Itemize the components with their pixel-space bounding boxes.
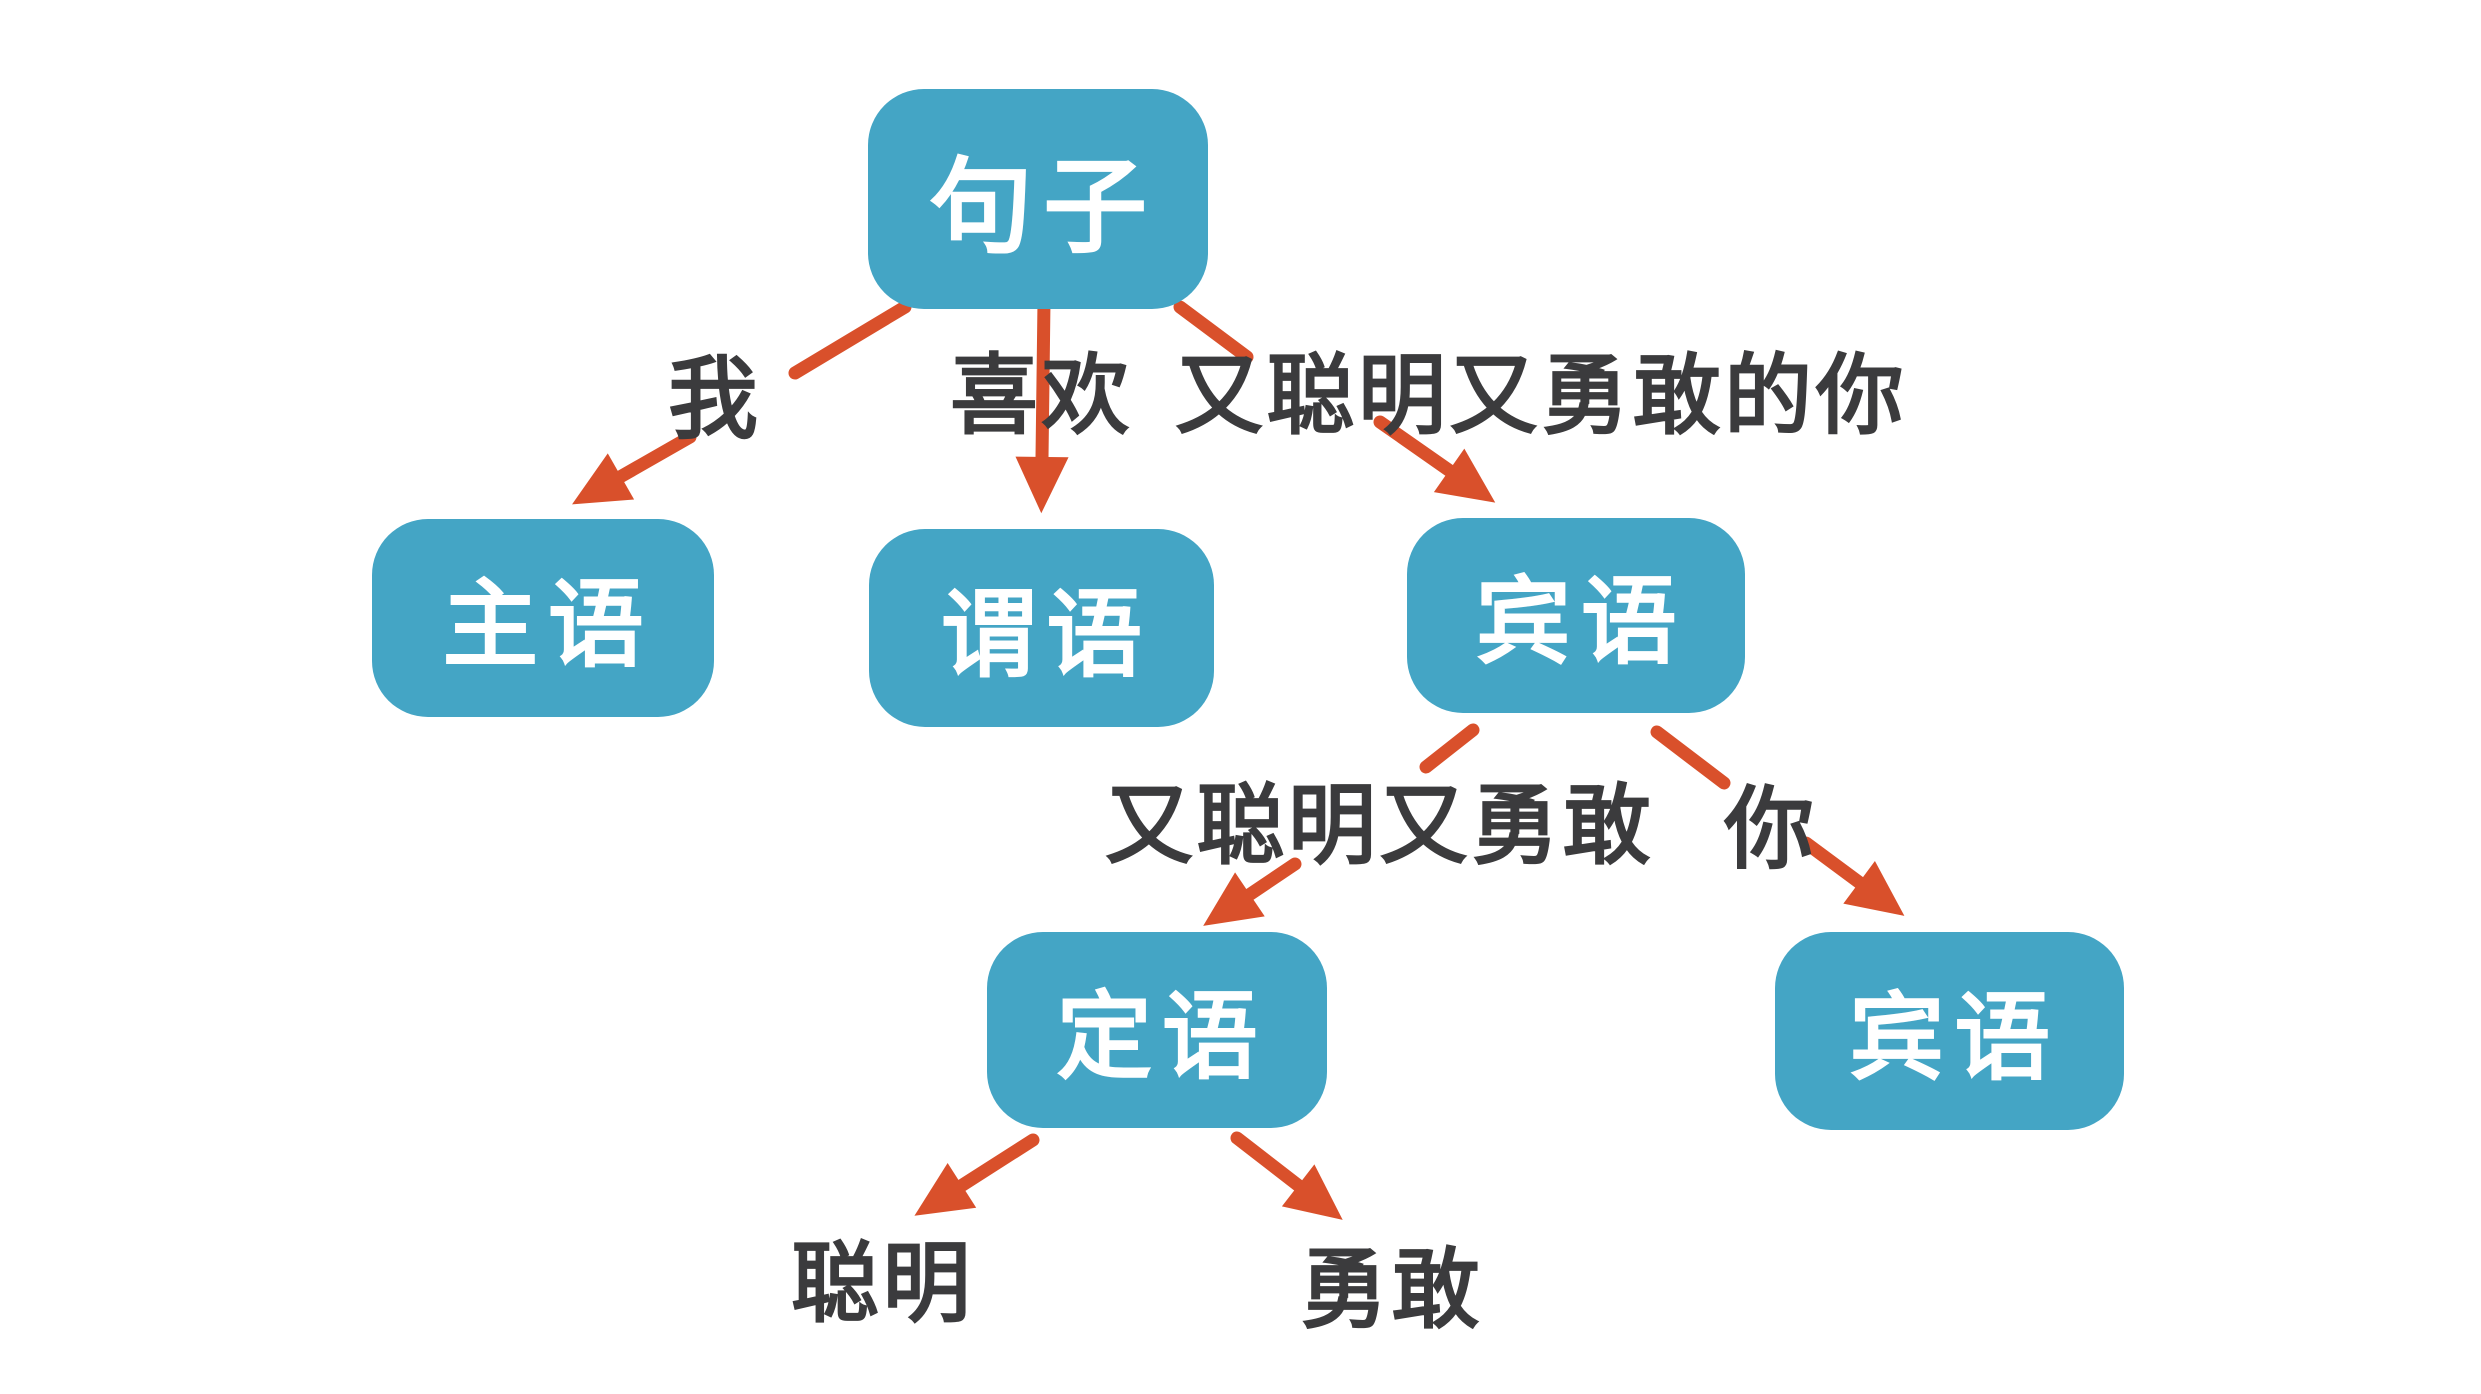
- edge-sentence-to-object-seg1: [1173, 300, 1254, 364]
- node-attributive: 定语: [987, 932, 1327, 1128]
- edge-label-you-congming-you-yonggan-de-ni: 又聪明又勇敢的你: [1175, 344, 1908, 447]
- edge-label-xihuan: 喜欢: [950, 344, 1134, 447]
- edge-sentence-to-subject-seg1: [788, 300, 912, 380]
- edge-sentence-to-predicate: [1015, 294, 1069, 514]
- edge-label-wo: 我: [668, 347, 762, 452]
- node-subject-label: 主语: [442, 568, 654, 681]
- node-sentence: 句子: [868, 89, 1208, 309]
- node-attributive-label: 定语: [1056, 980, 1268, 1093]
- edge-label-you-congming-you-yonggan: 又聪明又勇敢: [1105, 774, 1655, 877]
- node-subject: 主语: [372, 519, 714, 717]
- node-predicate: 谓语: [869, 529, 1214, 727]
- edge-object-to-object-2-seg1: [1650, 725, 1731, 790]
- edge-attributive-to-yonggan: [1230, 1131, 1343, 1220]
- arrow-group: [572, 294, 1905, 1220]
- node-object: 宾语: [1407, 518, 1745, 713]
- node-object-2: 宾语: [1775, 932, 2124, 1130]
- edge-object-to-attributive-seg2: [1203, 857, 1302, 926]
- edge-attributive-to-congming: [914, 1133, 1040, 1216]
- edge-object-to-attributive-seg1: [1419, 723, 1480, 774]
- edge-sentence-to-object-seg2: [1373, 415, 1496, 503]
- node-object-2-label: 宾语: [1848, 981, 2060, 1094]
- node-object-label: 宾语: [1475, 566, 1687, 678]
- edge-label-yonggan: 勇敢: [1300, 1238, 1484, 1341]
- node-predicate-label: 谓语: [940, 578, 1152, 691]
- edge-label-ni: 你: [1724, 777, 1818, 882]
- edge-sentence-to-subject-seg2: [572, 430, 697, 505]
- node-sentence-label: 句子: [928, 145, 1158, 268]
- edge-object-to-object-2-seg2: [1799, 836, 1905, 916]
- edge-label-congming: 聪明: [791, 1232, 975, 1335]
